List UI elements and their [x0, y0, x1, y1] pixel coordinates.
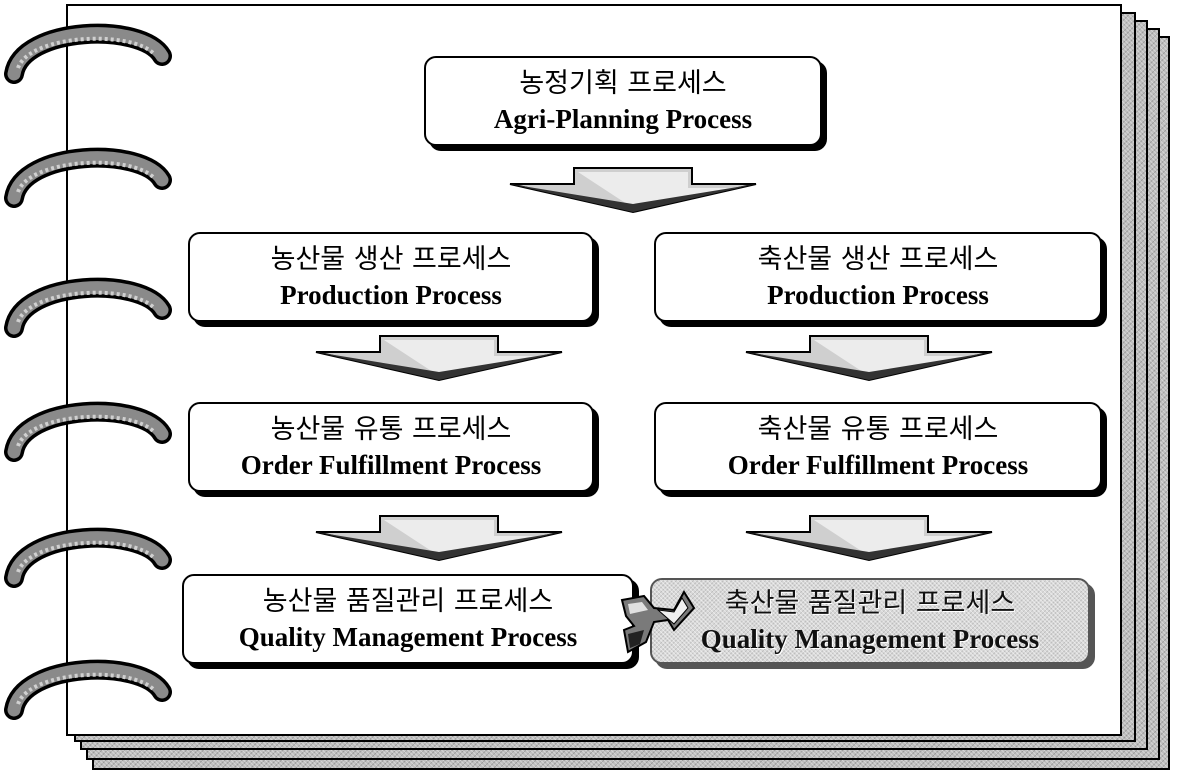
- box-korean-label: 농산물 유통 프로세스: [270, 414, 512, 445]
- down-arrow-icon: [509, 167, 757, 214]
- down-arrow-icon: [745, 515, 993, 562]
- box-english-label: Production Process: [280, 280, 502, 310]
- box-english-label: Production Process: [767, 280, 989, 310]
- box-korean-label: 농산물 생산 프로세스: [270, 244, 512, 275]
- binder-ring-icon: [4, 659, 172, 720]
- agri-planning-process-box: 농정기획 프로세스 Agri-Planning Process: [424, 56, 822, 146]
- box-english-label: Agri-Planning Process: [493, 104, 753, 134]
- link-arrow-icon: [620, 590, 696, 654]
- livestock-production-process-box: 축산물 생산 프로세스 Production Process: [654, 232, 1102, 322]
- down-arrow-icon: [315, 515, 563, 562]
- box-korean-label: 농정기획 프로세스: [519, 68, 727, 99]
- box-english-label: Quality Management Process: [700, 624, 1040, 654]
- livestock-quality-management-process-box: 축산물 품질관리 프로세스 Quality Management Process: [650, 578, 1090, 664]
- box-english-label: Order Fulfillment Process: [727, 450, 1029, 480]
- binder-ring-icon: [4, 527, 172, 588]
- agri-production-process-box: 농산물 생산 프로세스 Production Process: [188, 232, 594, 322]
- box-korean-label: 축산물 생산 프로세스: [757, 244, 999, 275]
- agri-distribution-process-box: 농산물 유통 프로세스 Order Fulfillment Process: [188, 402, 594, 492]
- binder-ring-icon: [4, 147, 172, 208]
- box-english-label: Quality Management Process: [238, 622, 578, 652]
- binder-ring-icon: [4, 277, 172, 338]
- livestock-distribution-process-box: 축산물 유통 프로세스 Order Fulfillment Process: [654, 402, 1102, 492]
- box-english-label: Order Fulfillment Process: [240, 450, 542, 480]
- binder-ring-icon: [4, 401, 172, 462]
- box-korean-label: 농산물 품질관리 프로세스: [262, 586, 554, 617]
- box-korean-label: 축산물 품질관리 프로세스: [724, 588, 1016, 619]
- agri-quality-management-process-box: 농산물 품질관리 프로세스 Quality Management Process: [182, 574, 634, 664]
- down-arrow-icon: [315, 335, 563, 382]
- binder-ring-icon: [4, 23, 172, 84]
- down-arrow-icon: [745, 335, 993, 382]
- box-korean-label: 축산물 유통 프로세스: [757, 414, 999, 445]
